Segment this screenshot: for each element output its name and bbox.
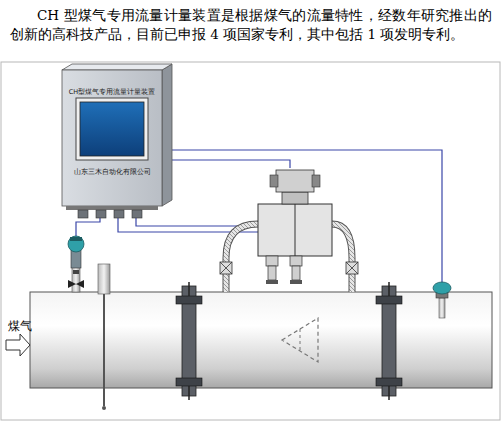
company-name: 山东三木自动化有限公司 bbox=[74, 168, 151, 177]
dp-transmitter bbox=[258, 170, 332, 284]
flanges bbox=[176, 282, 402, 400]
temperature-sensor bbox=[433, 282, 451, 318]
cabinet bbox=[62, 64, 172, 218]
cabinet-node: CH型煤气专用流量计量装置山东三木自动化有限公司 bbox=[62, 70, 162, 206]
pressure-transmitter bbox=[68, 236, 84, 292]
device-title: CH型煤气专用流量计量装置 bbox=[69, 88, 155, 97]
intro-paragraph: CH 型煤气专用流量计量装置是根据煤气的流量特性，经数年研究推出的创新的高科技产… bbox=[10, 6, 492, 44]
probe-rod bbox=[98, 264, 110, 410]
gas-label: 煤气 bbox=[8, 318, 32, 335]
gas-pipe bbox=[30, 292, 492, 388]
frame bbox=[1, 62, 500, 420]
flow-arrow bbox=[6, 334, 30, 356]
